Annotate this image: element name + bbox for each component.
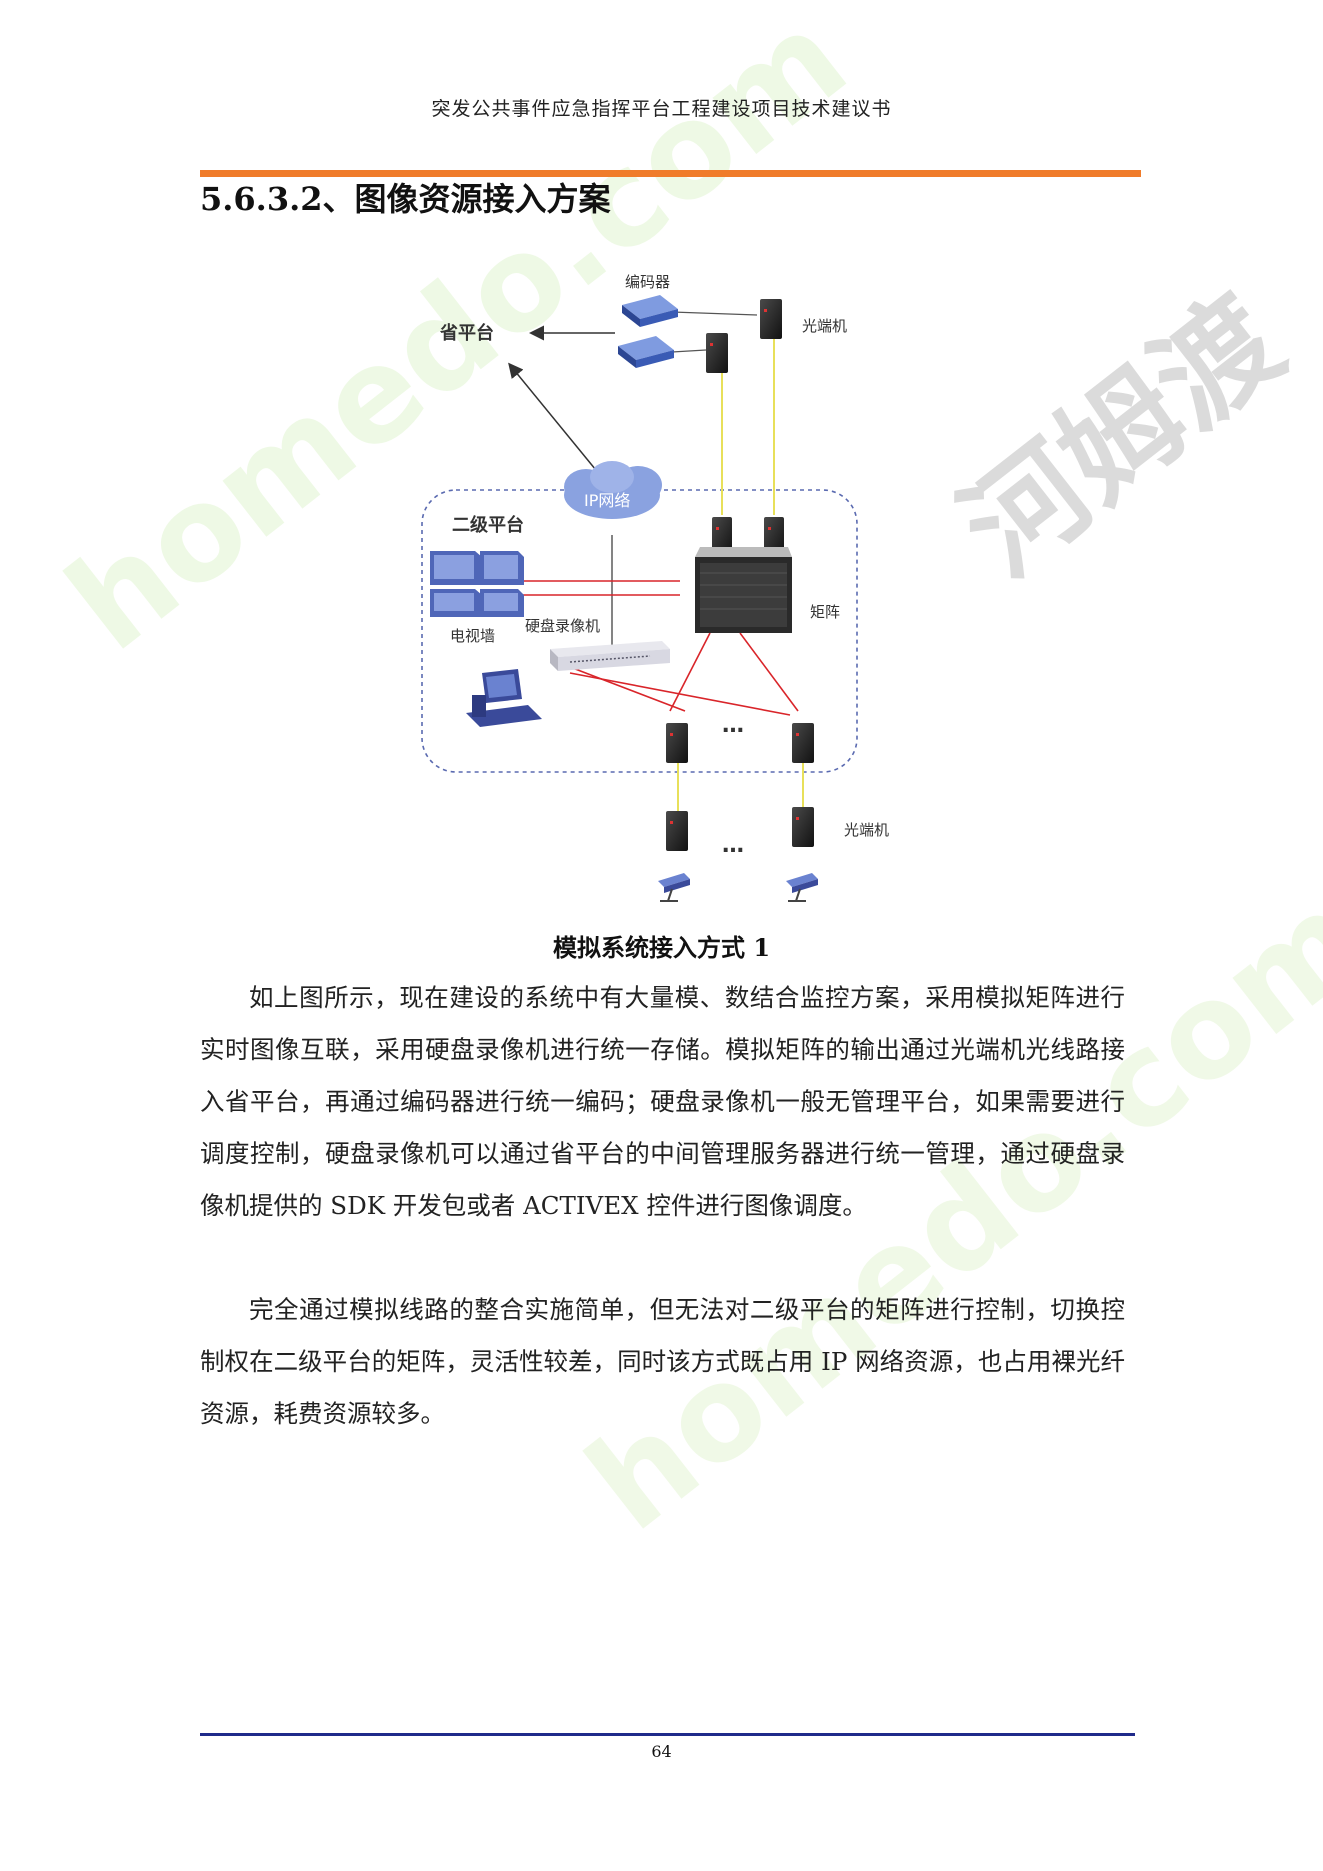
- ip-network-cloud: [564, 461, 662, 519]
- label-second-platform: 二级平台: [452, 515, 524, 536]
- body-paragraph-1: 如上图所示，现在建设的系统中有大量模、数结合监控方案，采用模拟矩阵进行实时图像互…: [200, 983, 1125, 1220]
- pc-workstation: [466, 669, 542, 727]
- tv-wall-device: [430, 551, 524, 617]
- label-ellipsis-bottom: …: [722, 833, 744, 858]
- optical-transceiver-matrix-1: [712, 517, 732, 555]
- document-header: 突发公共事件应急指挥平台工程建设项目技术建议书: [431, 98, 892, 120]
- section-heading: 5.6.3.2、图像资源接入方案: [200, 180, 611, 218]
- footer-rule: [200, 1733, 1135, 1736]
- optical-transceiver-bottom-2: [792, 807, 814, 847]
- label-dvr: 硬盘录像机: [525, 617, 601, 635]
- label-optical-bottom: 光端机: [844, 821, 890, 839]
- label-ip-network: IP网络: [584, 491, 631, 510]
- encoder-device-2: [618, 336, 674, 368]
- optical-transceiver-top-1: [706, 333, 728, 373]
- camera-icon-1: [658, 873, 690, 902]
- encoder-device-1: [622, 295, 678, 327]
- dvr-device: [550, 641, 670, 671]
- optical-transceiver-platform-1: [666, 723, 688, 763]
- network-diagram: 编码器 光端机 省平台 IP网络 二级平台 电视墙 硬盘录像机 矩阵 … … 光…: [400, 255, 960, 915]
- optical-transceiver-matrix-2: [764, 517, 784, 555]
- header-rule: [200, 170, 1141, 177]
- matrix-device: [695, 547, 792, 633]
- diagram-graphics: [421, 295, 858, 902]
- label-ellipsis-mid: …: [722, 713, 744, 738]
- body-paragraph-2: 完全通过模拟线路的整合实施简单，但无法对二级平台的矩阵进行控制，切换控制权在二级…: [200, 1295, 1125, 1428]
- watermark-hemudu: 河姆渡: [937, 271, 1308, 603]
- optical-transceiver-bottom-1: [666, 811, 688, 851]
- optical-transceiver-platform-2: [792, 723, 814, 763]
- camera-icon-2: [786, 873, 818, 902]
- label-province-platform: 省平台: [440, 323, 494, 344]
- label-encoder: 编码器: [625, 273, 671, 291]
- page-number: 64: [651, 1742, 672, 1761]
- label-matrix: 矩阵: [810, 603, 841, 621]
- label-tv-wall: 电视墙: [450, 627, 496, 645]
- label-optical-top: 光端机: [802, 317, 848, 335]
- optical-transceiver-top-2: [760, 299, 782, 339]
- figure-caption: 模拟系统接入方式 1: [552, 933, 771, 962]
